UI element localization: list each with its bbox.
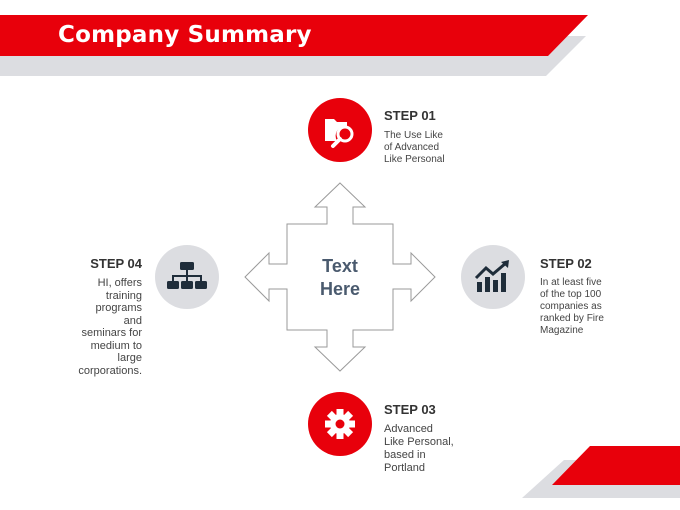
step-04-line: corporations. [78,364,142,377]
gear-icon [325,409,355,439]
step-03-description: Advanced Like Personal, based in Portlan… [384,423,454,475]
step-03-line: Like Personal, [384,436,454,448]
step-03-line: based in [384,449,426,461]
step-04-line: programs [95,302,142,314]
header-banner [0,15,588,76]
step-02-line: of the top 100 [540,289,602,300]
step-01-line: Like Personal [384,154,445,165]
arrow-outline [244,182,436,372]
step-01-description: The Use Like of Advanced Like Personal [384,130,445,166]
step-04-line: large [117,352,142,364]
step-04-line: seminars for [81,327,142,339]
step-01-title: STEP 01 [384,108,436,123]
step-04-line: medium to [90,339,142,352]
step-04-title: STEP 04 [90,256,142,271]
step-02-line: Magazine [540,325,584,336]
growth-chart-icon [474,260,509,292]
page-title: Company Summary [58,22,312,48]
step-02-line: companies as [540,301,602,312]
step-02-line: In at least five [540,277,602,288]
step-01-line: The Use Like [384,130,443,141]
step-04-line: training [105,289,142,302]
step-03-line: Portland [384,462,425,474]
step-03-circle [308,392,372,456]
step-04-line: HI, offers [97,277,142,289]
step-03-title: STEP 03 [384,402,436,417]
step-02-line: ranked by Fire [540,313,604,324]
org-chart-icon [167,262,207,289]
step-04-line: and [123,314,142,327]
step-03-line: Advanced [384,423,433,435]
step-04-circle [155,245,219,309]
header-red-band [0,15,588,56]
step-02-circle [461,245,525,309]
center-label: Text Here [300,255,380,301]
step-01-circle [308,98,372,162]
center-label-line2: Here [319,279,361,299]
folder-search-icon [325,119,354,148]
center-label-line1: Text [322,256,358,276]
step-02-description: In at least five of the top 100 companie… [540,277,604,337]
step-01-line: of Advanced [384,142,440,153]
step-04-description: HI, offers training programs and seminar… [60,277,142,377]
step-02-title: STEP 02 [540,256,592,271]
footer-red-band [552,446,680,485]
footer-decoration [522,446,680,498]
